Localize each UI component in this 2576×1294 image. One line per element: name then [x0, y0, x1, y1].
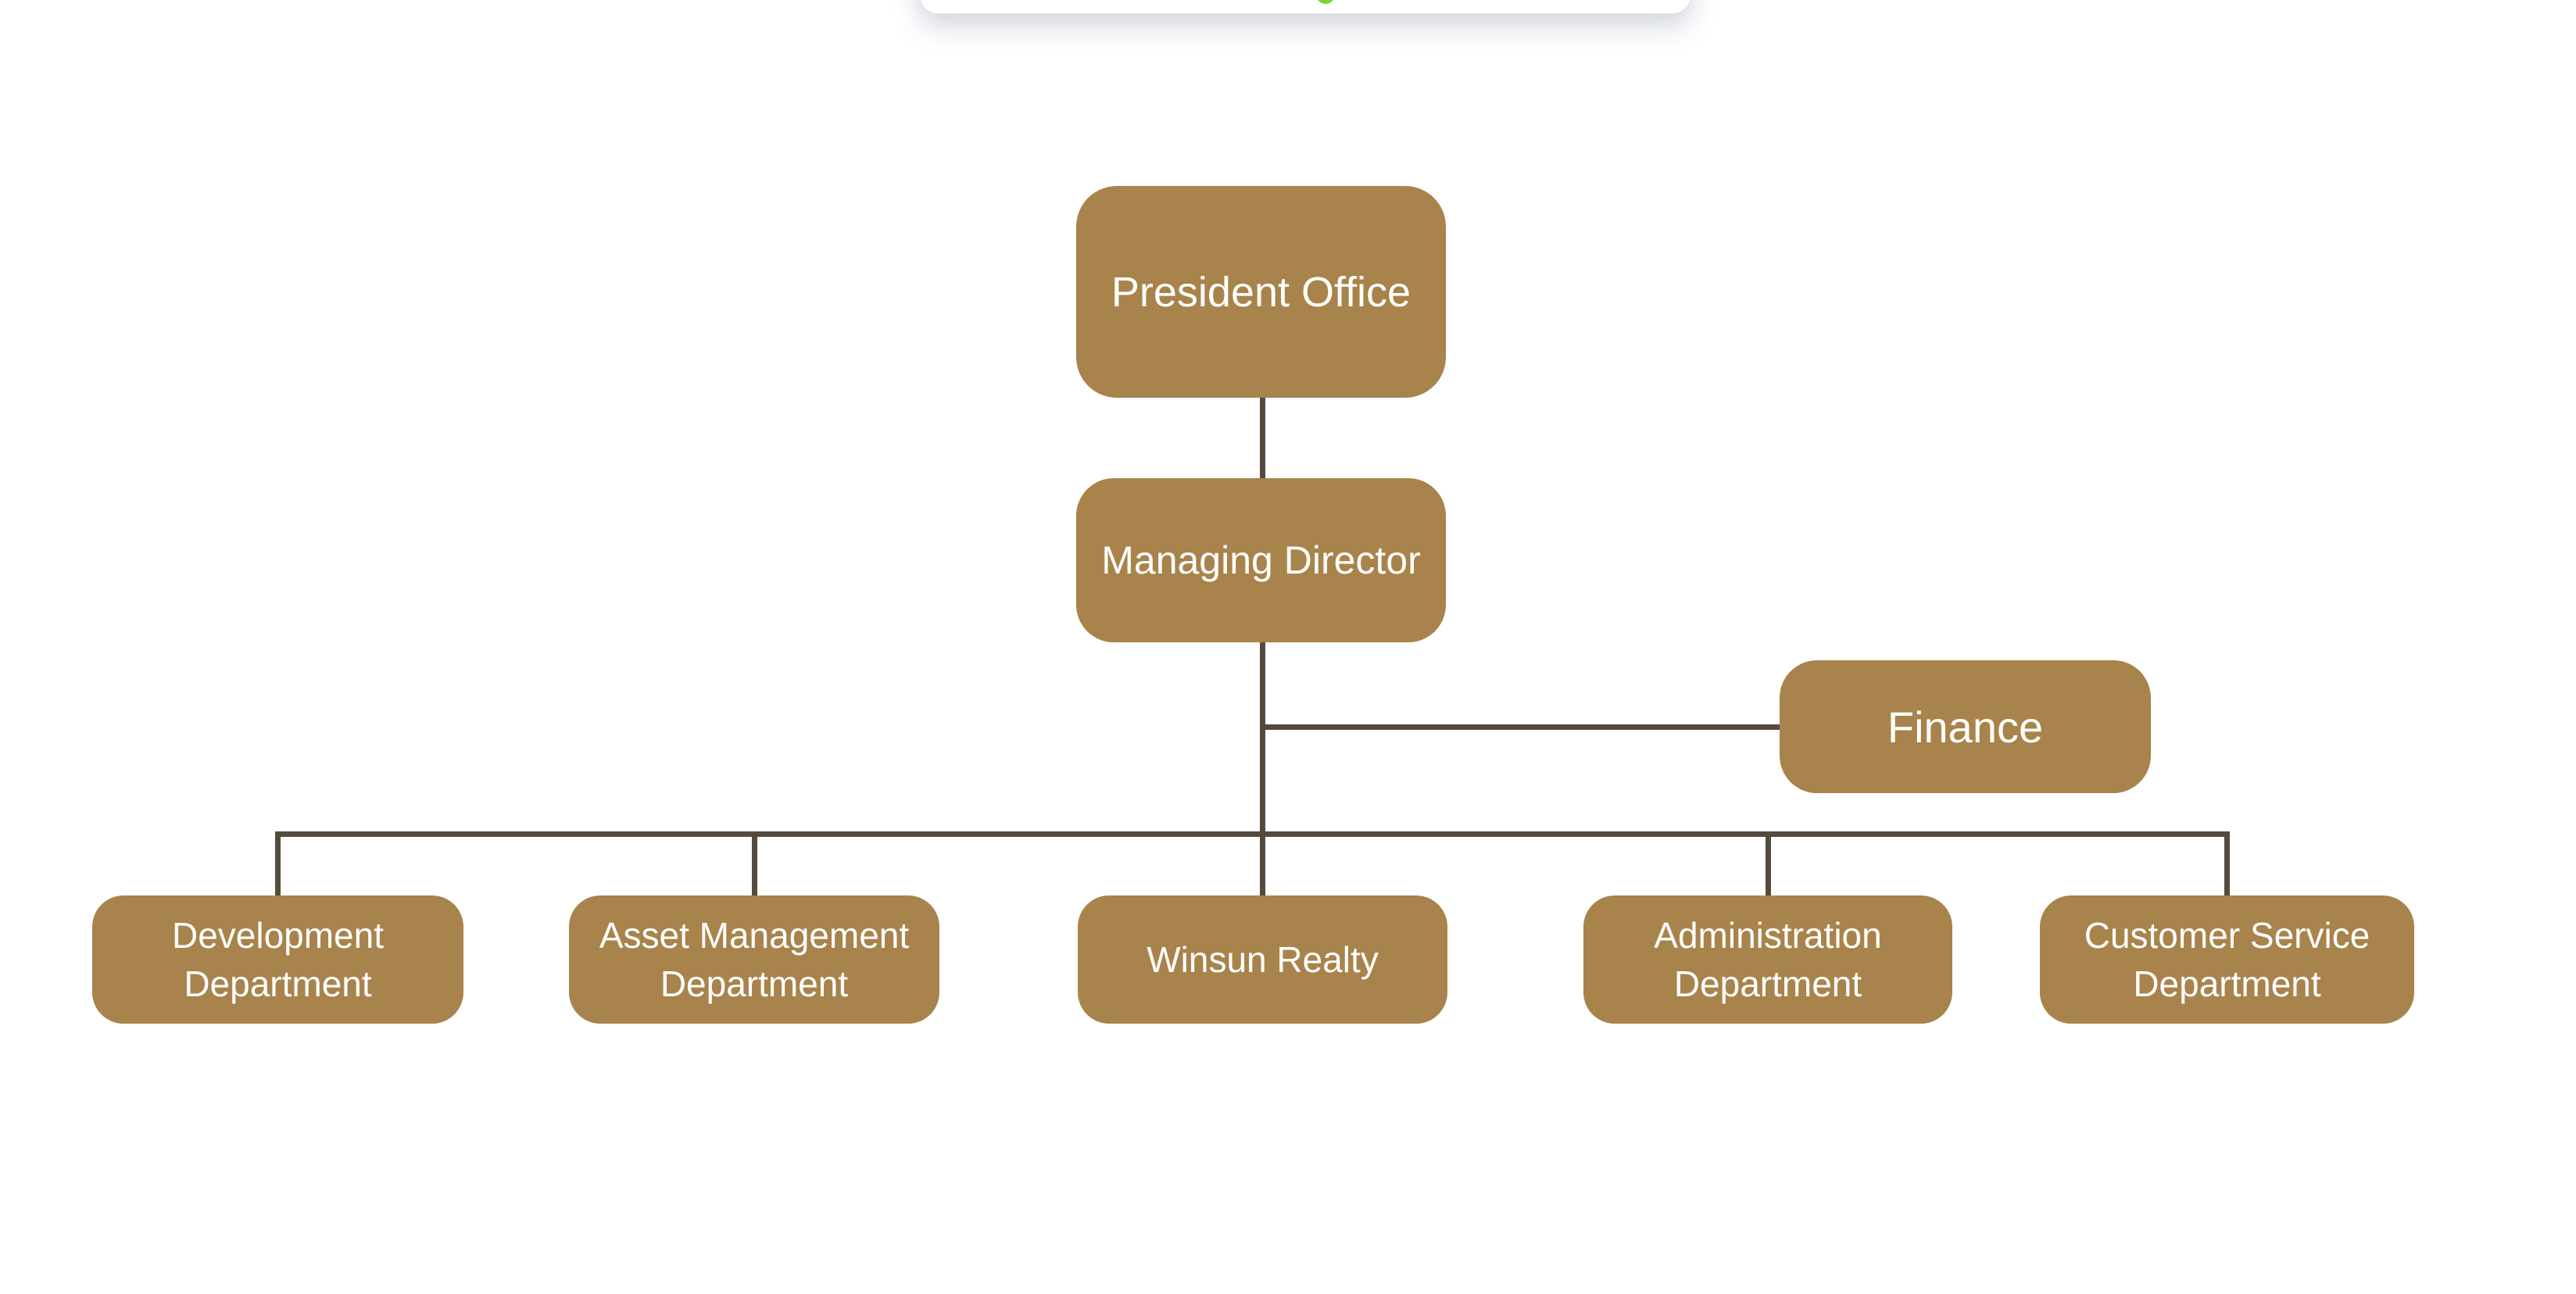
org-node-managing-director[interactable]: Managing Director — [1076, 478, 1446, 642]
org-node-development-department[interactable]: Development Department — [92, 895, 463, 1024]
connector-drop-customer-service — [2224, 831, 2230, 895]
org-node-asset-management-department[interactable]: Asset Management Department — [569, 895, 939, 1024]
org-node-president-office[interactable]: President Office — [1076, 186, 1446, 398]
connector-drop-development — [275, 831, 281, 895]
connector-trunk-managing-winsun — [1260, 642, 1265, 895]
connector-drop-asset — [752, 831, 757, 895]
connector-managing-finance — [1260, 724, 1780, 730]
org-node-finance[interactable]: Finance — [1780, 660, 2151, 793]
floating-toolbar-card[interactable] — [919, 0, 1691, 14]
org-node-winsun-realty[interactable]: Winsun Realty — [1078, 895, 1447, 1024]
connector-president-managing — [1260, 398, 1265, 478]
status-dot-icon — [1316, 0, 1335, 4]
connector-drop-administration — [1766, 831, 1771, 895]
org-node-administration-department[interactable]: Administration Department — [1583, 895, 1952, 1024]
connector-distribution-rail — [275, 831, 2230, 837]
org-node-customer-service-department[interactable]: Customer Service Department — [2040, 895, 2414, 1024]
